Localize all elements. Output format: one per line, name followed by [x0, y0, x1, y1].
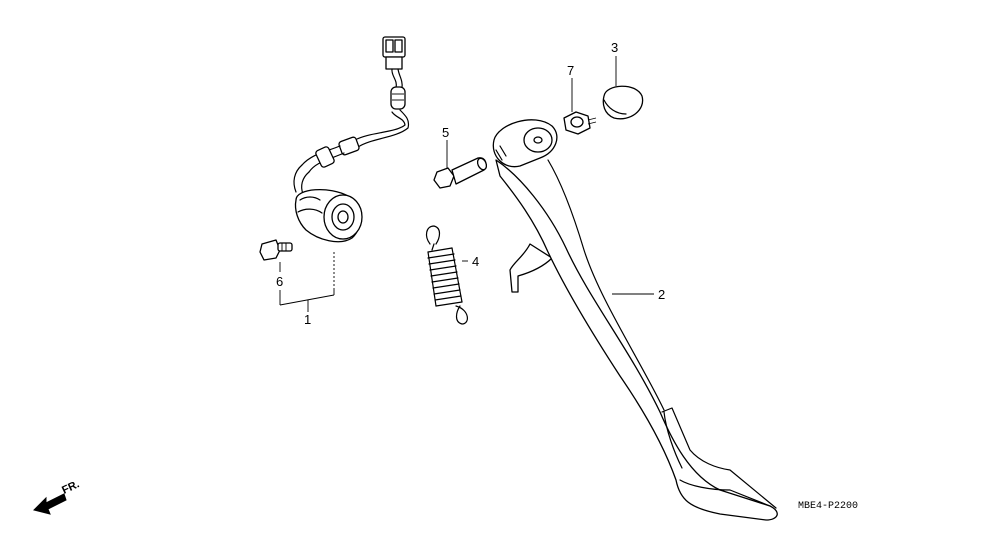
side-stand-switch	[293, 36, 410, 290]
callout-bracket	[279, 290, 335, 312]
side-stand-spring	[425, 225, 468, 325]
front-direction-label: FR.	[60, 478, 81, 496]
callout-2: 2	[658, 287, 665, 302]
pivot-nut	[563, 78, 597, 135]
callout-4: 4	[472, 254, 479, 269]
callout-1: 1	[304, 312, 311, 327]
callout-3: 3	[611, 40, 618, 55]
front-direction-arrow-icon	[33, 493, 67, 515]
callout-6: 6	[276, 274, 283, 289]
diagram-code: MBE4-P2200	[798, 501, 858, 512]
callout-5: 5	[442, 125, 449, 140]
callout-7: 7	[567, 63, 574, 78]
pivot-cap	[602, 56, 644, 120]
switch-bolt	[259, 239, 293, 261]
pivot-bolt	[433, 140, 488, 189]
side-stand	[492, 119, 778, 521]
